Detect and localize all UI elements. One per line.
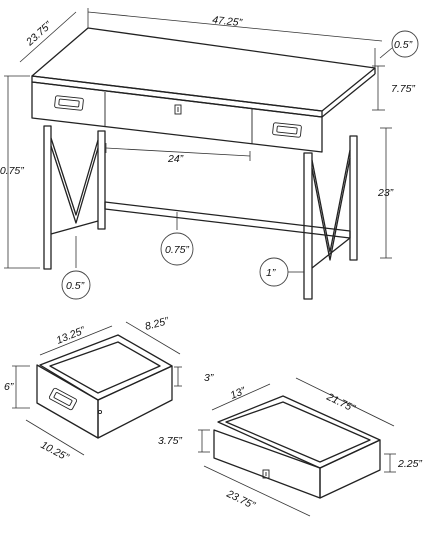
desk-illustration <box>31 27 376 300</box>
bottom-stretcher <box>104 201 351 239</box>
side-drawer-handle-icon <box>48 387 78 411</box>
side-drawer-front-height-label: 6” <box>4 381 14 393</box>
dim-leg-left: 0.5” <box>61 236 91 300</box>
drawer-front-height-label: 7.75” <box>391 83 415 95</box>
dim-side-drawer-width: 13.25” <box>39 324 113 356</box>
center-drawer-lock-icon-2 <box>262 469 270 479</box>
desk-depth-label: 23.75” <box>23 19 54 49</box>
dim-drawer-front-height: 7.75” <box>372 65 415 111</box>
side-drawer-inner-height-label: 3” <box>204 372 214 384</box>
center-drawer-front-width-label: 23.75” <box>224 487 257 511</box>
dim-center-drawer-inner-height: 2.25” <box>384 453 422 473</box>
knee-height-label: 23” <box>377 187 394 199</box>
center-drawer-lock-icon <box>174 104 182 115</box>
side-drawer-depth-label: 8.25” <box>144 315 171 333</box>
leg-right-label: 1” <box>266 267 276 279</box>
center-drawer-inner-height-label: 2.25” <box>397 458 422 470</box>
dim-side-drawer-front-width: 10.25” <box>25 419 85 464</box>
dim-knee-width: 24” <box>105 143 251 165</box>
dim-leg-right: 1” <box>259 257 304 287</box>
center-drawer-depth-label: 13” <box>229 385 248 402</box>
dim-desk-depth: 23.75” <box>19 11 77 63</box>
dim-desk-width: 47.25” <box>87 8 383 68</box>
right-drawer-handle-icon <box>272 122 302 138</box>
desk-width-label: 47.25” <box>212 14 243 29</box>
dim-center-drawer-front-width: 23.75” <box>203 465 311 517</box>
leg-left-label: 0.5” <box>66 280 85 292</box>
dim-desk-height: 30.75” <box>0 75 40 269</box>
desk-top-edge <box>31 75 323 118</box>
side-drawer-width-label: 13.25” <box>55 324 88 346</box>
right-leg-frame <box>303 135 358 300</box>
center-drawer-illustration <box>213 395 381 499</box>
dim-side-drawer-depth: 8.25” <box>125 315 181 355</box>
dim-side-drawer-inner-height: 3” <box>174 366 214 387</box>
stretcher-size-label: 0.75” <box>165 244 189 256</box>
dim-center-drawer-front-height: 3.75” <box>158 429 210 453</box>
left-leg-frame <box>43 125 106 270</box>
left-drawer-handle-icon <box>54 95 84 111</box>
desk-height-label: 30.75” <box>0 165 24 177</box>
dim-center-drawer-depth: 13” <box>211 383 271 411</box>
desk-apron <box>31 81 323 153</box>
dim-knee-height: 23” <box>377 127 394 259</box>
side-drawer-front-width-label: 10.25” <box>39 439 71 464</box>
side-drawer-illustration <box>36 334 173 439</box>
dim-stretcher: 0.75” <box>160 212 194 266</box>
knee-width-label: 24” <box>167 153 184 165</box>
center-drawer-front-height-label: 3.75” <box>158 435 182 447</box>
top-thickness-label: 0.5” <box>394 39 413 51</box>
dim-top-thickness: 0.5” <box>379 30 419 59</box>
center-drawer-inner-width-label: 21.75” <box>324 390 357 414</box>
dim-center-drawer-inner-width: 21.75” <box>295 377 395 427</box>
dim-side-drawer-front-height: 6” <box>4 365 30 409</box>
desk-top <box>31 27 376 112</box>
